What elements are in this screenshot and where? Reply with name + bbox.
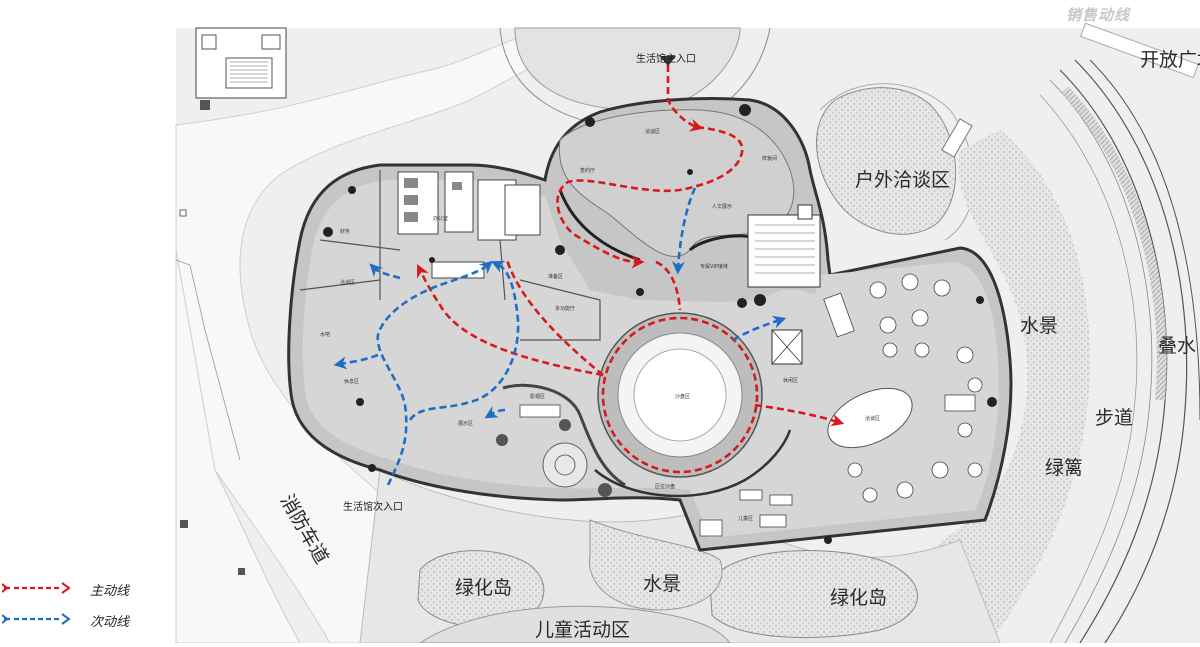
svg-text:专属VIP接待: 专属VIP接待 xyxy=(700,263,728,270)
label-open-plaza: 开放广场 xyxy=(1140,49,1200,71)
south-water xyxy=(588,519,723,611)
svg-text:影视区: 影视区 xyxy=(530,393,545,400)
lounge-furniture xyxy=(823,273,983,503)
legend-main-route-label: 主动线 xyxy=(90,584,130,599)
legend-secondary-route-swatch xyxy=(2,613,71,625)
svg-text:财务: 财务 xyxy=(340,228,350,235)
svg-text:休息区: 休息区 xyxy=(344,378,359,385)
left-road xyxy=(175,249,301,644)
svg-text:签约厅: 签约厅 xyxy=(580,167,595,174)
kids-area-shape xyxy=(418,605,732,644)
green-island-right-shape xyxy=(709,550,918,639)
label-water-scene-south: 水景 xyxy=(643,573,681,595)
svg-text:准备区: 准备区 xyxy=(548,273,563,280)
outdoor-negotiation-area xyxy=(816,87,957,235)
main-entrance-arrow xyxy=(660,56,676,66)
label-green-island-left: 绿化岛 xyxy=(455,577,512,599)
east-landscape xyxy=(800,130,1090,643)
legend-main-route-swatch xyxy=(2,582,71,594)
page-title: 销售动线 xyxy=(1065,6,1130,24)
svg-text:办公室: 办公室 xyxy=(433,215,448,222)
label-secondary-entrance: 生活馆次入口 xyxy=(343,500,403,513)
main-route-red xyxy=(417,65,845,474)
label-green-island-right: 绿化岛 xyxy=(830,587,887,609)
negotiation-oval xyxy=(827,387,913,449)
svg-text:展示区: 展示区 xyxy=(458,421,473,427)
legend-main-route: 主动线 xyxy=(0,578,175,600)
svg-text:洽谈区: 洽谈区 xyxy=(645,128,660,135)
label-stacked-water: 叠水 xyxy=(1158,335,1196,357)
tiny-room-labels: 签约厅 洽谈区 样板间 人文展示 专属VIP接待 多功能厅 准备区 办公室 财务… xyxy=(320,128,880,522)
stair-core xyxy=(747,204,821,365)
label-main-entrance: 生活馆主入口 xyxy=(636,52,696,65)
secondary-route-blue xyxy=(333,187,787,486)
green-island-left-shape xyxy=(417,550,545,628)
label-footpath: 步道 xyxy=(1095,407,1133,429)
svg-text:休闲区: 休闲区 xyxy=(783,377,798,384)
svg-text:人文展示: 人文展示 xyxy=(712,203,732,210)
legend-secondary-route-label: 次动线 xyxy=(90,615,130,630)
svg-text:儿童区: 儿童区 xyxy=(738,515,753,522)
svg-text:区位沙盘: 区位沙盘 xyxy=(655,483,675,490)
svg-text:洽谈区: 洽谈区 xyxy=(865,415,880,422)
svg-text:洽谈区: 洽谈区 xyxy=(340,279,355,286)
label-water-scene-east: 水景 xyxy=(1020,315,1058,337)
fire-road xyxy=(175,27,601,644)
columns xyxy=(323,104,997,544)
legend-secondary-route: 次动线 xyxy=(0,609,175,631)
svg-text:沙盘区: 沙盘区 xyxy=(675,393,690,400)
label-outdoor-negotiation: 户外洽谈区 xyxy=(855,169,950,191)
label-kids-area: 儿童活动区 xyxy=(535,619,630,641)
svg-text:样板间: 样板间 xyxy=(762,155,777,162)
svg-text:水吧: 水吧 xyxy=(320,331,330,338)
svg-text:多功能厅: 多功能厅 xyxy=(555,305,575,312)
stair-building-block xyxy=(195,27,287,110)
label-green-fence: 绿篱 xyxy=(1045,457,1083,479)
vip-room-tables xyxy=(519,404,793,537)
